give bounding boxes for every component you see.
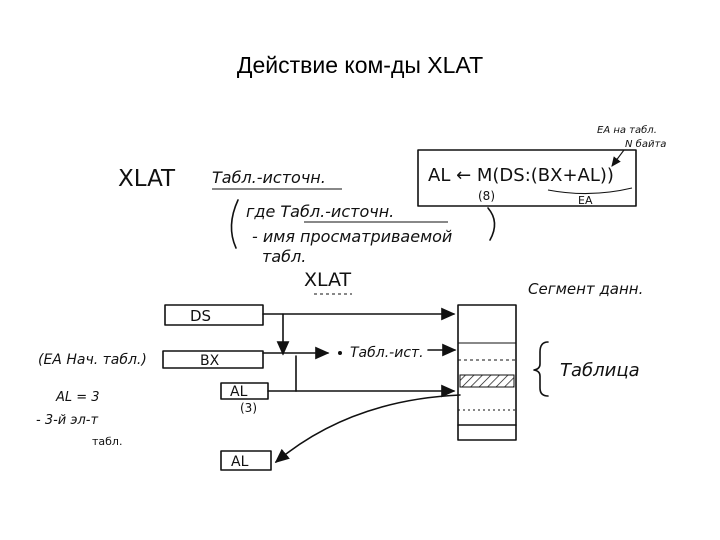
operand-size-mark: (8): [478, 189, 495, 203]
formula-text: AL ← M(DS:(BX+AL)): [428, 165, 614, 186]
result-arrow: [274, 394, 461, 464]
segment-label: Сегмент данн.: [528, 280, 643, 298]
bx-pointer-dot: [338, 351, 342, 355]
al-result-label: AL: [231, 454, 249, 470]
where-line2: - имя просматриваемой: [252, 227, 452, 246]
where-paren-right: [487, 207, 496, 241]
table-brace: [533, 341, 549, 397]
bx-register-label: BX: [200, 353, 220, 369]
ea-brace: [547, 187, 633, 195]
ea-note-arrow: [611, 149, 625, 167]
where-line3: табл.: [262, 247, 306, 266]
bx-register: [162, 350, 264, 369]
left-note-line1: AL = 3: [55, 390, 100, 405]
memory-segment: [457, 304, 517, 441]
ea-note-line2: N байта: [625, 138, 666, 150]
where-paren-left: [230, 199, 239, 249]
bx-note: (EA Нач. табл.): [38, 352, 147, 368]
left-note-line3: табл.: [92, 435, 122, 448]
formula-box: [417, 149, 637, 207]
al-register-label: AL: [230, 384, 248, 400]
where-line1: где Табл.-источн.: [246, 202, 394, 221]
ds-register: [164, 304, 264, 326]
ea-note-line1: EA на табл.: [597, 124, 657, 136]
source-table-operand: Табл.-источн.: [212, 168, 326, 187]
al-size-mark: (3): [240, 401, 257, 415]
diagram-title: XLAT: [304, 269, 352, 291]
table-label: Таблица: [560, 360, 640, 381]
xlat-command: XLAT: [118, 166, 176, 192]
left-note-line2: - 3-й эл-т: [36, 413, 99, 428]
selected-table-element: [459, 374, 515, 388]
ea-mark: EA: [578, 194, 593, 207]
ds-register-label: DS: [190, 307, 211, 325]
table-pointer-label: Табл.-ист.: [350, 345, 424, 361]
slide-title: Действие ком-ды XLAT: [236, 52, 484, 78]
al-result-register: [220, 450, 272, 471]
